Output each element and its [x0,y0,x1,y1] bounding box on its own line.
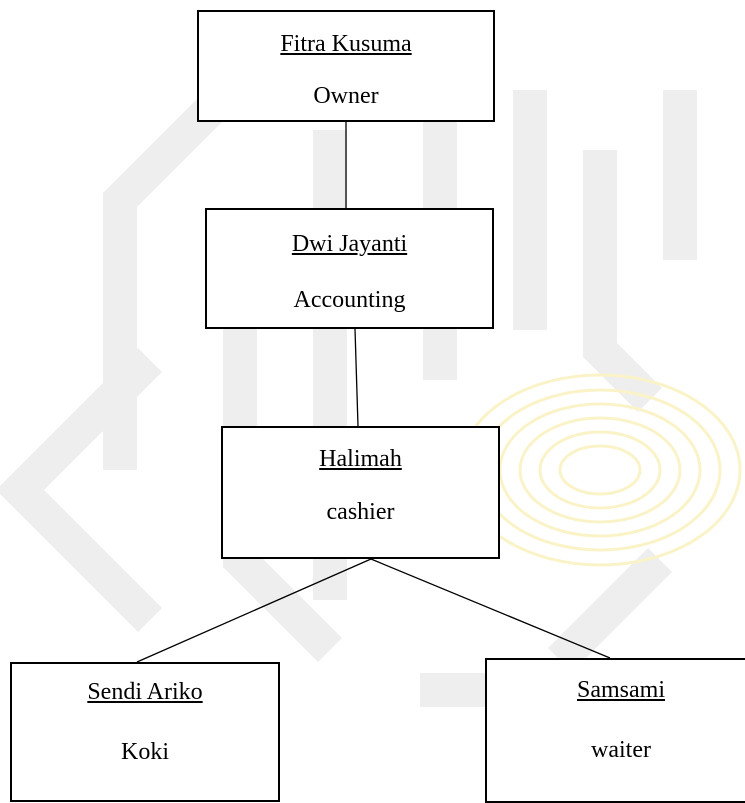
cashier-name: Halimah [319,446,402,472]
cashier-role: cashier [326,499,395,525]
accounting-name: Dwi Jayanti [291,231,408,257]
link-accounting-cashier [354,328,359,427]
accounting-role: Accounting [293,287,406,313]
cook-name: Sendi Ariko [87,679,203,705]
accounting-box: Dwi Jayanti Accounting [205,208,494,329]
cashier-box: Halimah cashier [221,426,500,559]
owner-role: Owner [313,83,379,109]
link-cashier-cook [136,558,372,663]
cook-box: Sendi Ariko Koki [10,662,280,802]
owner-name: Fitra Kusuma [280,31,412,57]
waiter-role: waiter [591,737,651,763]
waiter-box: Samsami waiter [485,658,745,803]
link-cashier-waiter [370,558,611,659]
waiter-name: Samsami [577,677,665,703]
cook-role: Koki [121,739,169,765]
owner-box: Fitra Kusuma Owner [197,10,495,122]
